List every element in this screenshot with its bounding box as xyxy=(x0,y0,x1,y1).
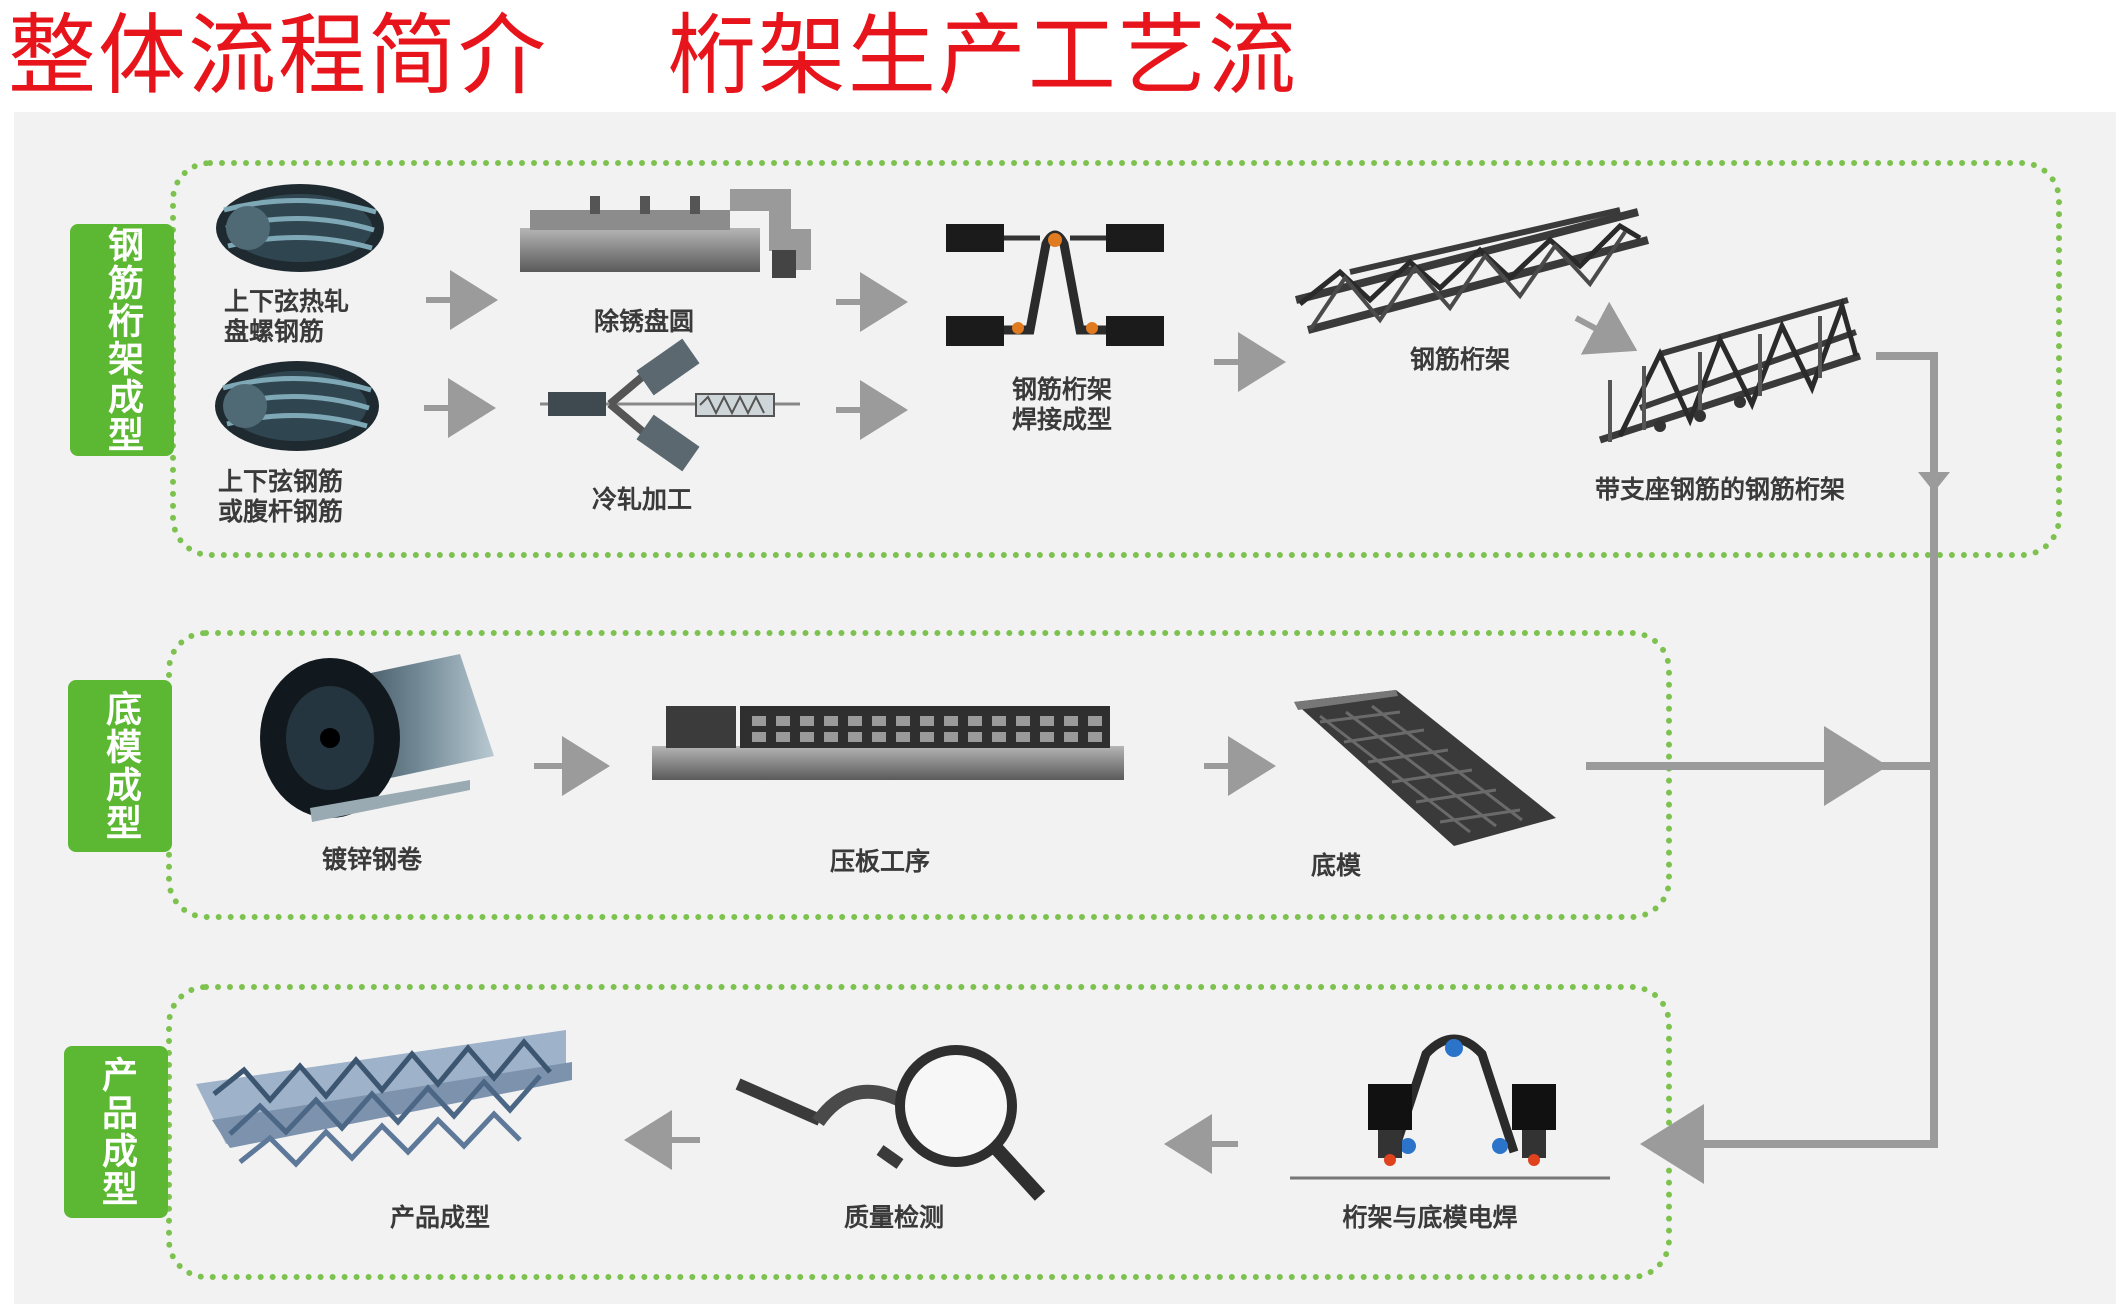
caption-qc: 质量检测 xyxy=(843,1203,945,1232)
caption-weld-line2: 焊接成型 xyxy=(1011,405,1113,434)
galvanized-coil-icon xyxy=(260,654,494,822)
caption-press: 压板工序 xyxy=(829,847,931,876)
caption-weld-line1: 钢筋桁架 xyxy=(1011,375,1113,404)
caption-mold: 底模 xyxy=(1310,851,1362,880)
section-label-bottom: 底模成型 xyxy=(68,680,172,852)
bottom-mold-sheet-icon xyxy=(1294,690,1556,846)
flow-arrows-row3 xyxy=(624,1110,1238,1174)
caption-weld-bottom: 桁架与底模电焊 xyxy=(1342,1203,1518,1232)
caption-truss-support: 带支座钢筋的钢筋桁架 xyxy=(1594,475,1846,504)
spot-welding-icon xyxy=(1290,1034,1610,1180)
page-title: 整体流程简介 桁架生产工艺流 xyxy=(8,4,1298,107)
steel-truss-icon xyxy=(1295,207,1650,334)
caption-chord-line2: 或腹杆钢筋 xyxy=(218,497,344,526)
caption-product: 产品成型 xyxy=(389,1203,491,1232)
chord-rebar-coil-icon xyxy=(215,361,379,451)
flow-arrows-row1 xyxy=(424,270,1638,440)
section-label-truss: 钢筋桁架成型 xyxy=(70,224,174,456)
truss-welding-machine-icon xyxy=(946,224,1164,346)
caption-hot-rolled-line1: 上下弦热轧 xyxy=(224,287,350,316)
caption-hot-rolled-line2: 盘螺钢筋 xyxy=(224,317,325,346)
press-machine-icon xyxy=(652,706,1124,780)
cold-rolling-machine-icon xyxy=(540,338,800,472)
hot-rolled-coil-icon xyxy=(216,184,384,272)
finished-product-icon xyxy=(196,1030,572,1168)
caption-cold-roll: 冷轧加工 xyxy=(591,485,693,514)
derust-machine-icon xyxy=(520,189,811,278)
caption-coil: 镀锌钢卷 xyxy=(321,845,423,874)
connector-down-arrowhead xyxy=(1918,472,1950,492)
section-label-product: 产品成型 xyxy=(64,1046,168,1218)
magnifying-glass-icon xyxy=(735,1045,1046,1201)
caption-chord-line1: 上下弦钢筋 xyxy=(218,467,344,496)
caption-derust: 除锈盘圆 xyxy=(593,307,695,336)
caption-truss: 钢筋桁架 xyxy=(1409,345,1511,374)
truss-with-support-icon xyxy=(1598,297,1862,444)
